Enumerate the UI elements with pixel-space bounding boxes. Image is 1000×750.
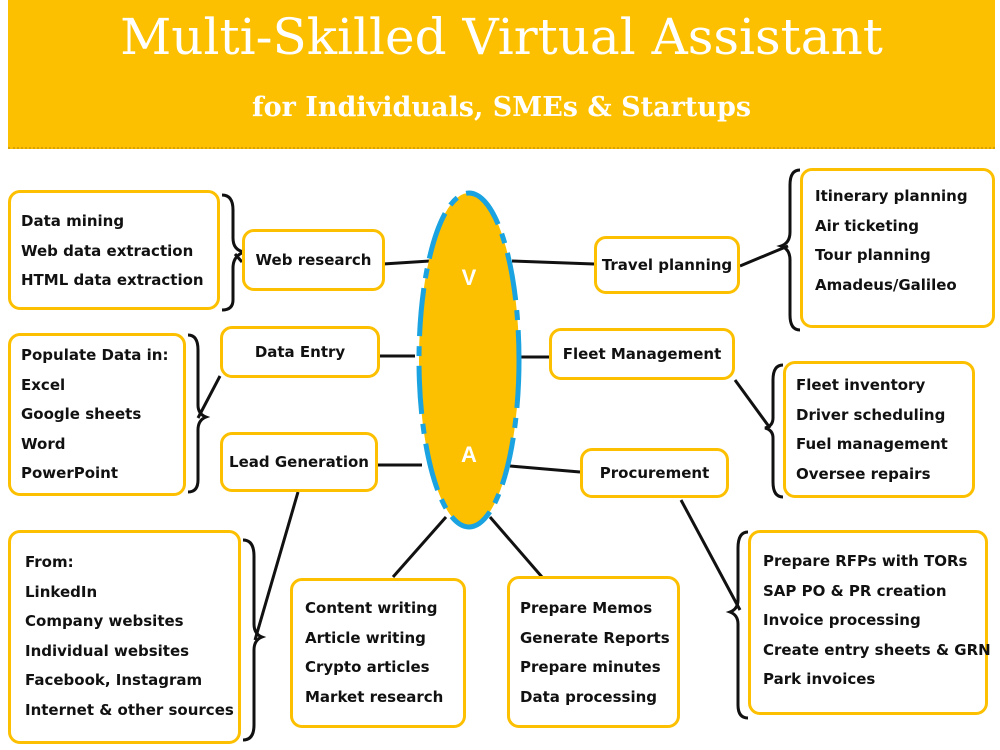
list-item: Market research [305,687,444,706]
page-subtitle: for Individuals, SMEs & Startups [251,92,752,123]
center-letter-v: V [462,265,477,290]
node-travel-planning: Travel planning [594,236,740,294]
header-banner: Multi-Skilled Virtual Assistant for Indi… [8,0,995,149]
center-ellipse-outline [416,190,522,530]
brace-procurement [725,530,749,720]
brace-data-entry [187,333,211,494]
list-item: Fleet inventory [796,376,926,394]
connector-procurement [509,464,581,474]
connector-fleet-brace [733,379,772,429]
list-item: LinkedIn [25,582,98,601]
node-procurement: Procurement [580,448,729,498]
list-item: Populate Data in: [21,346,169,364]
list-item: HTML data extraction [21,271,204,290]
list-item: PowerPoint [21,464,119,483]
list-item: Oversee repairs [796,464,931,483]
list-item: Prepare Memos [520,599,653,617]
list-item: Prepare RFPs with TORs [763,552,968,570]
list-item: Crypto articles [305,658,430,677]
list-item: Air ticketing [815,216,920,235]
brace-travel [776,168,801,332]
center-ellipse [419,193,519,527]
list-data-entry: Populate Data in: Excel Google sheets Wo… [8,333,186,496]
connector-procurement-brace [679,499,742,611]
node-lead-generation: Lead Generation [220,432,378,492]
list-item: Tour planning [815,246,931,265]
connector-data-brace [196,375,222,419]
list-item: Create entry sheets & GRN [763,640,991,659]
list-item: Web data extraction [21,241,194,260]
brace-lead-generation [242,538,267,742]
list-item: Article writing [305,628,426,647]
list-web-research: Data mining Web data extraction HTML dat… [8,190,220,310]
list-item: Company websites [25,612,184,631]
connector-web-research [382,259,431,266]
connector-admin [488,516,544,578]
list-item: Itinerary planning [815,187,968,205]
list-item: Word [21,434,66,453]
list-item: Content writing [305,599,438,617]
center-letter-a: A [461,442,477,467]
list-item: Internet & other sources [25,700,234,719]
connector-lead-brace [253,491,300,641]
connector-travel-planning [511,259,595,266]
list-item: Data processing [520,687,658,706]
list-item: Prepare minutes [520,658,661,677]
list-admin: Prepare Memos Generate Reports Prepare m… [507,576,680,728]
list-item: Invoice processing [763,611,921,630]
list-item: Amadeus/Galileo [815,275,957,294]
node-data-entry: Data Entry [220,326,380,378]
list-item: Driver scheduling [796,405,946,424]
list-travel: Itinerary planning Air ticketing Tour pl… [800,168,995,328]
list-item: From: [25,553,74,571]
list-item: Generate Reports [520,628,670,647]
list-procurement: Prepare RFPs with TORs SAP PO & PR creat… [748,530,991,715]
node-fleet-management: Fleet Management [549,328,735,380]
list-item: Facebook, Instagram [25,671,203,690]
list-item: Excel [21,375,66,394]
list-item: Data mining [21,212,125,230]
list-item: Fuel management [796,435,948,454]
list-item: SAP PO & PR creation [763,581,947,600]
brace-web-research [221,193,250,312]
page-title: Multi-Skilled Virtual Assistant [120,8,883,66]
list-item: Park invoices [763,670,876,689]
connector-travel-brace [739,244,789,268]
node-web-research: Web research [242,229,385,291]
list-writing: Content writing Article writing Crypto a… [290,578,466,728]
brace-fleet [764,363,784,499]
list-lead-generation: From: LinkedIn Company websites Individu… [8,530,241,744]
list-fleet: Fleet inventory Driver scheduling Fuel m… [783,361,975,498]
connector-writing [391,516,448,578]
list-item: Individual websites [25,641,190,660]
list-item: Google sheets [21,405,142,424]
